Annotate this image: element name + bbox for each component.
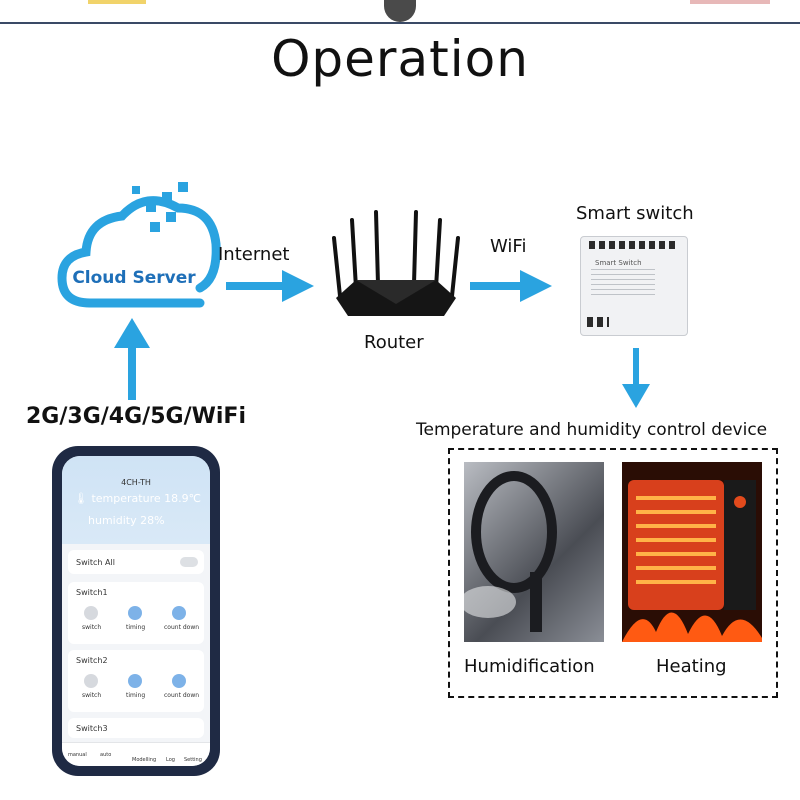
switch1-countdown-button[interactable] xyxy=(172,606,186,620)
switch1-card: Switch1 switch timing count down xyxy=(68,582,204,644)
switch-spec-lines xyxy=(591,269,655,299)
switch2-action-timing: timing xyxy=(126,692,146,699)
thermometer-icon: 🌡 xyxy=(74,492,88,505)
switch1-action-countdown: count down xyxy=(164,624,200,631)
top-accent-right xyxy=(690,0,770,4)
tab-auto[interactable]: auto xyxy=(100,752,112,758)
switch1-timing-button[interactable] xyxy=(128,606,142,620)
phone-tab-bar: manual auto Modelling Log Setting xyxy=(62,742,210,766)
switch-face-text: Smart Switch xyxy=(595,259,642,267)
switch1-action-switch: switch xyxy=(82,624,102,631)
switch3-label: Switch3 xyxy=(76,724,108,733)
smart-switch-title: Smart switch xyxy=(576,203,694,224)
tab-setting[interactable]: Setting xyxy=(184,757,202,763)
top-accent-left xyxy=(88,0,146,4)
heater-image xyxy=(622,462,762,642)
humidification-label: Humidification xyxy=(464,656,595,677)
page-title: Operation xyxy=(271,30,529,88)
switch-terminals-top xyxy=(589,241,679,249)
arrow-router-to-switch xyxy=(470,270,552,302)
phone-humidity: humidity 28% xyxy=(88,514,165,527)
tab-log[interactable]: Log xyxy=(166,757,175,763)
humidity-label: humidity xyxy=(88,514,137,527)
mobile-network-label: 2G/3G/4G/5G/WiFi xyxy=(26,404,246,429)
switch2-countdown-button[interactable] xyxy=(172,674,186,688)
switch1-label: Switch1 xyxy=(76,588,108,597)
internet-label: Internet xyxy=(218,244,290,265)
switch-all-toggle[interactable] xyxy=(180,557,198,567)
device-group-title: Temperature and humidity control device xyxy=(416,420,768,440)
arrow-phone-to-cloud xyxy=(114,318,150,400)
top-divider xyxy=(0,22,800,24)
router-icon xyxy=(332,210,460,316)
switch2-action-countdown: count down xyxy=(164,692,200,699)
arrow-cloud-to-router xyxy=(226,270,314,302)
humidifier-fan-image xyxy=(460,462,604,642)
switch-all-label: Switch All xyxy=(76,558,115,567)
phone-device-name: 4CH-TH xyxy=(121,478,151,487)
cloud-server-label: Cloud Server xyxy=(72,268,196,288)
temperature-label: temperature xyxy=(91,492,161,505)
phone-screen: 4CH-TH 🌡 temperature 18.9℃ humidity 28% … xyxy=(62,456,210,766)
switch-terminals-bottom xyxy=(587,317,609,327)
heater-icon xyxy=(622,480,762,642)
phone-header xyxy=(62,456,210,544)
switch2-card: Switch2 switch timing count down xyxy=(68,650,204,712)
smart-switch-device: Smart Switch xyxy=(580,236,688,336)
tab-manual[interactable]: manual xyxy=(68,752,87,758)
cloud-server-icon xyxy=(57,182,221,308)
arrow-switch-to-devices xyxy=(622,348,650,408)
switch3-card: Switch3 xyxy=(68,718,204,738)
switch2-action-switch: switch xyxy=(82,692,102,699)
router-label: Router xyxy=(364,332,424,353)
switch2-power-button[interactable] xyxy=(84,674,98,688)
temperature-value: 18.9℃ xyxy=(164,492,201,505)
phone-temperature: 🌡 temperature 18.9℃ xyxy=(74,492,201,505)
heating-label: Heating xyxy=(656,656,727,677)
fan-icon xyxy=(460,471,557,632)
switch2-label: Switch2 xyxy=(76,656,108,665)
top-tab-shape xyxy=(384,0,416,22)
wifi-label: WiFi xyxy=(490,236,527,257)
humidity-value: 28% xyxy=(140,514,165,527)
tab-modelling[interactable]: Modelling xyxy=(132,757,157,763)
switch2-timing-button[interactable] xyxy=(128,674,142,688)
switch1-action-timing: timing xyxy=(126,624,146,631)
device-group-frame xyxy=(448,448,778,698)
switch1-power-button[interactable] xyxy=(84,606,98,620)
switch-all-row[interactable]: Switch All xyxy=(68,550,204,574)
